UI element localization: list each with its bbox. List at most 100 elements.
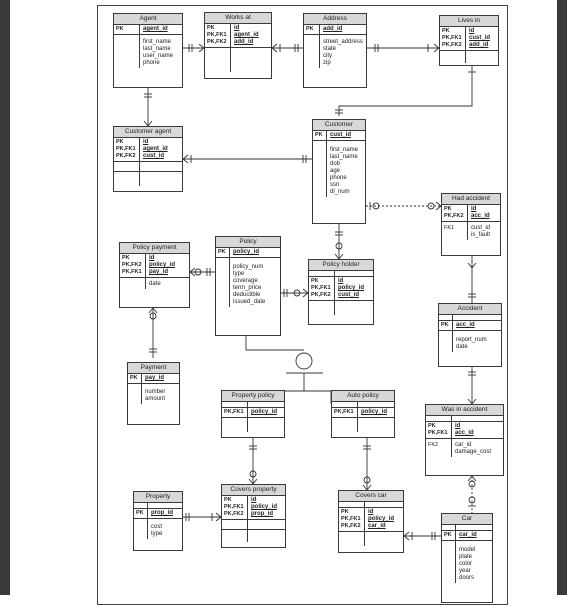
primary-key-field: id xyxy=(149,255,155,261)
key-label: PK,FK2 xyxy=(116,153,136,159)
entity-title: Covers car xyxy=(339,491,403,502)
primary-key-field: agent_id xyxy=(143,146,168,152)
key-label: FK2 xyxy=(428,442,439,448)
attribute: ssn xyxy=(330,182,340,188)
key-label: PK,FK1 xyxy=(442,35,462,41)
key-label: PK xyxy=(306,26,314,32)
entity-title: Policy holder xyxy=(309,260,373,271)
attribute: date xyxy=(149,281,161,287)
attribute: date xyxy=(456,344,468,350)
key-label: PK,FK2 xyxy=(442,42,462,48)
attribute: number xyxy=(145,389,166,395)
entity-works-at: Works at PK PK,FK1 PK,FK2 id agent_id ad… xyxy=(204,12,272,79)
primary-key-field: agent_id xyxy=(143,26,168,32)
key-label: PK,FK1 xyxy=(116,146,136,152)
attribute: year xyxy=(459,568,471,574)
key-label: PK xyxy=(428,423,436,429)
primary-key-field: policy_id xyxy=(149,262,176,268)
attribute: report_num xyxy=(456,337,487,343)
entity-title: Auto policy xyxy=(332,391,394,402)
primary-key-field: policy_id xyxy=(233,249,260,255)
attribute: type xyxy=(151,531,163,537)
attribute: first_name xyxy=(330,147,359,153)
primary-key-field: add_id xyxy=(469,42,489,48)
attribute: last_name xyxy=(330,154,358,160)
primary-key-field: agent_id xyxy=(234,32,259,38)
primary-key-field: prop_id xyxy=(251,511,273,517)
key-label: PK xyxy=(441,322,449,328)
key-label: PK,FK2 xyxy=(444,213,464,219)
key-label: PK xyxy=(311,278,319,284)
entity-title: Lives in xyxy=(440,16,498,27)
entity-title: Covers property xyxy=(222,485,285,496)
entity-agent: Agent PK agent_id first_name last_name u… xyxy=(113,13,183,88)
foreign-key-field: cust_id xyxy=(471,225,491,231)
key-label: PK,FK1 xyxy=(207,32,227,38)
foreign-key-field: car_id xyxy=(455,442,472,448)
entity-customer-agent: Customer agent PK PK,FK1 PK,FK2 id agent… xyxy=(113,126,183,192)
primary-key-field: add_id xyxy=(323,26,343,32)
primary-key-field: policy_id xyxy=(251,409,278,415)
primary-key-field: id xyxy=(368,509,374,515)
key-label: PK,FK2 xyxy=(341,523,361,529)
key-label: PK xyxy=(136,510,144,516)
entity-covers-property: Covers property PK PK,FK1 PK,FK2 id poli… xyxy=(221,484,286,548)
primary-key-field: pay_id xyxy=(145,375,165,381)
primary-key-field: cust_id xyxy=(330,132,352,138)
primary-key-field: id xyxy=(234,25,240,31)
entity-title: Agent xyxy=(114,14,182,25)
key-label: PK,FK1 xyxy=(122,269,142,275)
primary-key-field: acc_id xyxy=(455,430,474,436)
primary-key-field: car_id xyxy=(368,523,386,529)
primary-key-field: cust_id xyxy=(469,35,491,41)
entity-title: Works at xyxy=(205,13,271,24)
key-label: PK xyxy=(442,28,450,34)
entity-covers-car: Covers car PK PK,FK1 PK,FK2 id policy_id… xyxy=(338,490,404,553)
attribute: state xyxy=(323,46,337,52)
entity-property-policy: Property policy PK,FK1 policy_id xyxy=(221,390,285,438)
entity-was-in-accident: Was in accident PK PK,FK1 id acc_id FK2 … xyxy=(425,404,504,476)
primary-key-field: add_id xyxy=(234,39,254,45)
primary-key-field: id xyxy=(338,278,344,284)
rel-policy-subtype xyxy=(245,336,304,351)
primary-key-field: car_id xyxy=(459,532,477,538)
key-label: PK xyxy=(130,375,138,381)
attribute: age xyxy=(330,168,341,174)
attribute: plate xyxy=(459,554,473,560)
entity-title: Customer agent xyxy=(114,127,182,138)
attribute: term_price xyxy=(233,285,262,291)
entity-title: Payment xyxy=(128,363,179,374)
entity-car: Car PK car_id model plate color year doo… xyxy=(441,513,493,603)
attribute: type xyxy=(233,271,245,277)
attribute: phone xyxy=(330,175,347,181)
attribute: doors xyxy=(459,575,475,581)
primary-key-field: cust_id xyxy=(143,153,165,159)
relationship-lines xyxy=(143,43,477,541)
attribute: amount xyxy=(145,396,166,402)
entity-address: Address PK add_id street_address state c… xyxy=(303,13,367,88)
attribute: dl_num xyxy=(330,189,350,195)
primary-key-field: id xyxy=(143,139,149,145)
key-label: PK,FK2 xyxy=(207,39,227,45)
primary-key-field: policy_id xyxy=(251,504,278,510)
primary-key-field: policy_id xyxy=(361,409,388,415)
primary-key-field: acc_id xyxy=(471,213,490,219)
attribute: first_name xyxy=(143,39,172,45)
entity-title: Accident xyxy=(439,304,501,315)
entity-title: Car xyxy=(442,514,492,525)
right-frame-bar xyxy=(557,0,567,595)
key-label: PK xyxy=(444,532,452,538)
key-label: PK,FK2 xyxy=(311,292,331,298)
primary-key-field: policy_id xyxy=(338,285,365,291)
key-label: PK xyxy=(444,206,452,212)
key-label: PK,FK2 xyxy=(224,511,244,517)
entity-customer: Customer PK cust_id first_name last_name… xyxy=(312,119,366,224)
key-label: PK,FK1 xyxy=(224,504,244,510)
entity-policy: Policy PK policy_id policy_num type cove… xyxy=(215,236,281,336)
primary-key-field: cust_id xyxy=(338,292,360,298)
key-label: PK,FK1 xyxy=(224,409,244,415)
entity-payment: Payment PK pay_id number amount xyxy=(127,362,180,425)
attribute: deductible xyxy=(233,292,261,298)
key-label: PK xyxy=(341,509,349,515)
entity-title: Was in accident xyxy=(426,405,503,416)
